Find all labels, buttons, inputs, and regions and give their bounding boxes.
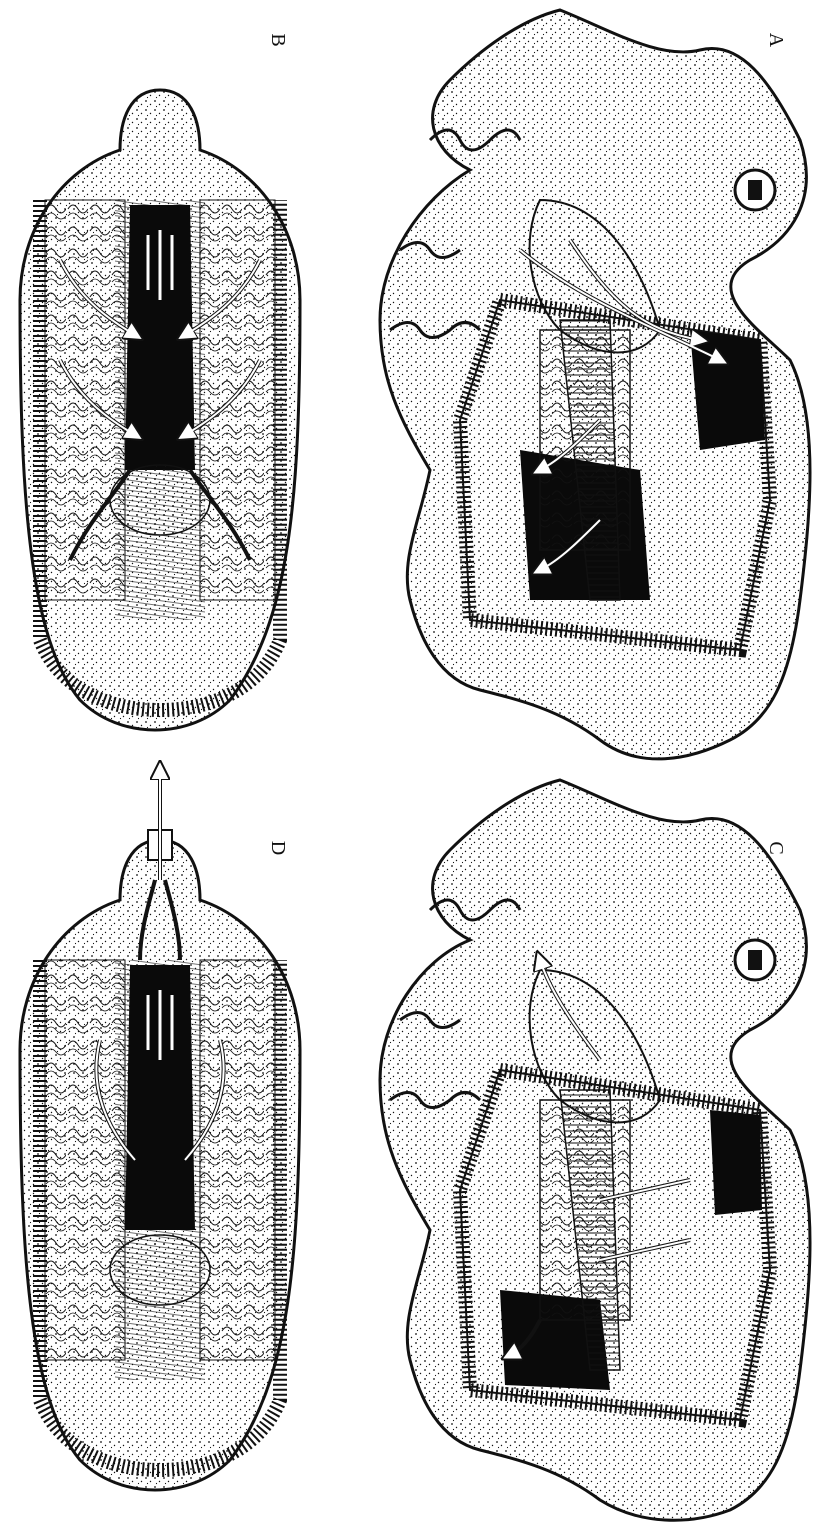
mantle-cavity-a1 [690, 330, 765, 450]
panel-b [20, 90, 300, 730]
panel-label-c: C [766, 838, 786, 858]
mantle-cavity-c1 [710, 1110, 762, 1215]
panel-label-b: B [268, 30, 288, 50]
panel-d [20, 770, 300, 1490]
gill-left-b [45, 200, 125, 600]
panel-c [380, 780, 810, 1520]
gill-right-d [200, 960, 275, 1360]
eye-a [735, 170, 775, 210]
panel-label-a: A [766, 30, 786, 50]
visceral-mass-d [110, 1235, 210, 1305]
eye-c [735, 940, 775, 980]
panel-label-d: D [268, 838, 288, 858]
panel-a [380, 10, 810, 759]
gill-left-d [45, 960, 125, 1360]
